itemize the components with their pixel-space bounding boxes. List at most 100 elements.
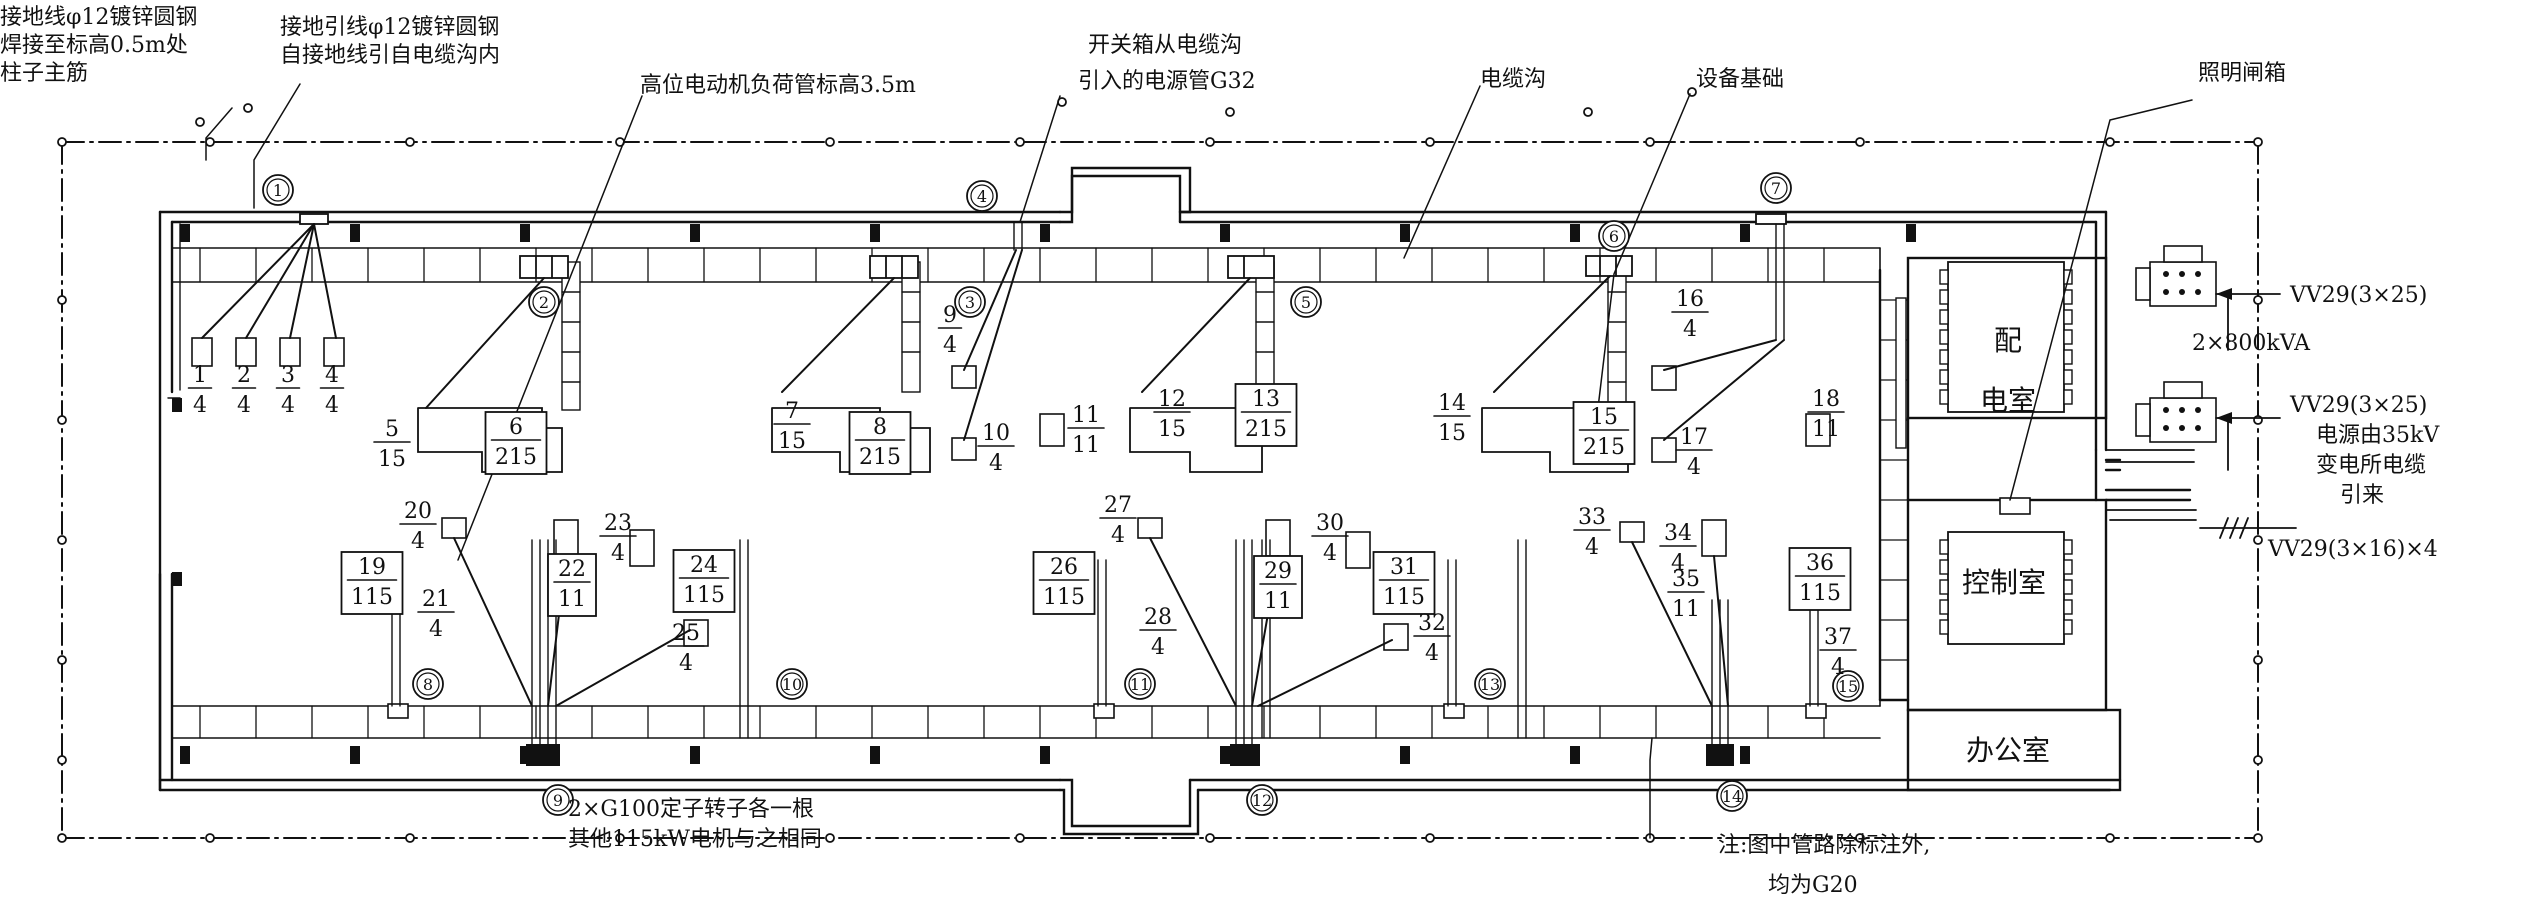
fraction-denominator: 215 bbox=[1583, 435, 1625, 460]
note-g100-2: 其他115kW电机与之相同 bbox=[568, 827, 822, 852]
fraction-numerator: 25 bbox=[672, 621, 700, 646]
fraction-numerator: 14 bbox=[1438, 391, 1466, 416]
marker-label: 4 bbox=[977, 187, 987, 206]
marker-label: 6 bbox=[1609, 227, 1619, 246]
fraction-numerator: 6 bbox=[509, 415, 523, 440]
note-ground-wire-2: 焊接至标高0.5m处 bbox=[0, 33, 188, 58]
fraction-numerator: 26 bbox=[1050, 555, 1078, 580]
panel-cell bbox=[2063, 329, 2073, 345]
boundary-nodes bbox=[57, 87, 2263, 843]
transformer-dots bbox=[2163, 271, 2201, 431]
switchgear-rows bbox=[1947, 261, 2065, 645]
note-ground-wire-3: 柱子主筋 bbox=[0, 61, 88, 86]
fraction-denominator: 215 bbox=[859, 445, 901, 470]
fraction-numerator: 12 bbox=[1158, 387, 1186, 412]
fraction-numerator: 10 bbox=[982, 421, 1010, 446]
panel-ticks bbox=[1939, 269, 2073, 635]
fraction-denominator: 4 bbox=[237, 393, 251, 418]
supply-labels: VV29(3×25) 2×800kVA VV29(3×25) 电源由35kV 变… bbox=[2192, 283, 2440, 562]
fraction-denominator: 215 bbox=[1245, 417, 1287, 442]
panel-cell bbox=[2063, 369, 2073, 385]
leader-lines bbox=[205, 83, 2193, 839]
fraction-numerator: 3 bbox=[281, 363, 295, 388]
marker-4: 4 bbox=[966, 180, 998, 212]
fraction-labels: 1424344451562157158215941041111121513215… bbox=[187, 287, 1857, 680]
fraction-34: 344 bbox=[1659, 521, 1697, 576]
building-walls bbox=[158, 166, 2192, 836]
panel-cell bbox=[2063, 599, 2073, 615]
cable-trench-right bbox=[1879, 281, 1909, 707]
fraction-numerator: 9 bbox=[943, 303, 957, 328]
fraction-denominator: 115 bbox=[683, 583, 725, 608]
fraction-33: 334 bbox=[1573, 505, 1611, 560]
fraction-3: 34 bbox=[275, 363, 301, 418]
fraction-numerator: 22 bbox=[558, 557, 586, 582]
fraction-1: 14 bbox=[187, 363, 213, 418]
fraction-denominator: 15 bbox=[1438, 421, 1466, 446]
panel-cell bbox=[2063, 349, 2073, 365]
note-switch-box-1: 开关箱从电缆沟 bbox=[1088, 33, 1242, 58]
marker-6: 6 bbox=[1598, 220, 1630, 252]
fraction-denominator: 4 bbox=[281, 393, 295, 418]
marker-10: 10 bbox=[776, 668, 808, 700]
note-footnote-1: 注:图中管路除标注外, bbox=[1718, 833, 1930, 858]
fraction-denominator: 4 bbox=[943, 333, 957, 358]
fraction-numerator: 34 bbox=[1664, 521, 1692, 546]
fraction-denominator: 4 bbox=[429, 617, 443, 642]
fraction-denominator: 4 bbox=[1831, 655, 1845, 680]
marker-label: 1 bbox=[273, 181, 283, 200]
fraction-numerator: 19 bbox=[358, 555, 386, 580]
junction-boxes bbox=[299, 213, 1787, 279]
fraction-numerator: 11 bbox=[1072, 403, 1100, 428]
room-control: 控制室 bbox=[1962, 566, 2046, 599]
fraction-9: 94 bbox=[937, 303, 963, 358]
marker-label: 2 bbox=[539, 293, 549, 312]
fraction-numerator: 27 bbox=[1104, 493, 1132, 518]
wiring-lines bbox=[201, 223, 1785, 707]
fraction-denominator: 15 bbox=[778, 429, 806, 454]
fraction-denominator: 11 bbox=[558, 587, 586, 612]
cable-label-1: VV29(3×25) bbox=[2289, 283, 2427, 308]
fraction-32: 324 bbox=[1413, 611, 1451, 666]
note-high-motor: 高位电动机负荷管标高3.5m bbox=[640, 73, 916, 98]
fraction-denominator: 4 bbox=[193, 393, 207, 418]
panel-cell bbox=[1939, 349, 1949, 365]
marker-8: 8 bbox=[412, 668, 444, 700]
site-boundary bbox=[61, 141, 2259, 839]
motor-blocks bbox=[561, 261, 1907, 449]
fraction-23: 234 bbox=[599, 511, 637, 566]
fraction-37: 374 bbox=[1819, 625, 1857, 680]
marker-label: 11 bbox=[1130, 675, 1150, 694]
fraction-denominator: 115 bbox=[351, 585, 393, 610]
fraction-25: 254 bbox=[667, 621, 705, 676]
marker-label: 10 bbox=[782, 675, 802, 694]
source-label-2: 变电所电缆 bbox=[2316, 453, 2426, 478]
panel-cell bbox=[1939, 329, 1949, 345]
panel-cell bbox=[2063, 559, 2073, 575]
fraction-numerator: 17 bbox=[1680, 425, 1708, 450]
marker-label: 5 bbox=[1301, 293, 1311, 312]
panel-cell bbox=[2063, 539, 2073, 555]
transformer-label: 2×800kVA bbox=[2192, 331, 2311, 356]
fraction-numerator: 5 bbox=[385, 417, 399, 442]
marker-label: 13 bbox=[1480, 675, 1500, 694]
fraction-20: 204 bbox=[399, 499, 437, 554]
room-distribution-a: 配 bbox=[1994, 324, 2022, 357]
panel-cell bbox=[1939, 369, 1949, 385]
fraction-denominator: 4 bbox=[411, 529, 425, 554]
fraction-17: 174 bbox=[1675, 425, 1713, 480]
fraction-numerator: 35 bbox=[1672, 567, 1700, 592]
fraction-denominator: 4 bbox=[1151, 635, 1165, 660]
transformers bbox=[2135, 245, 2217, 443]
fraction-denominator: 4 bbox=[1585, 535, 1599, 560]
